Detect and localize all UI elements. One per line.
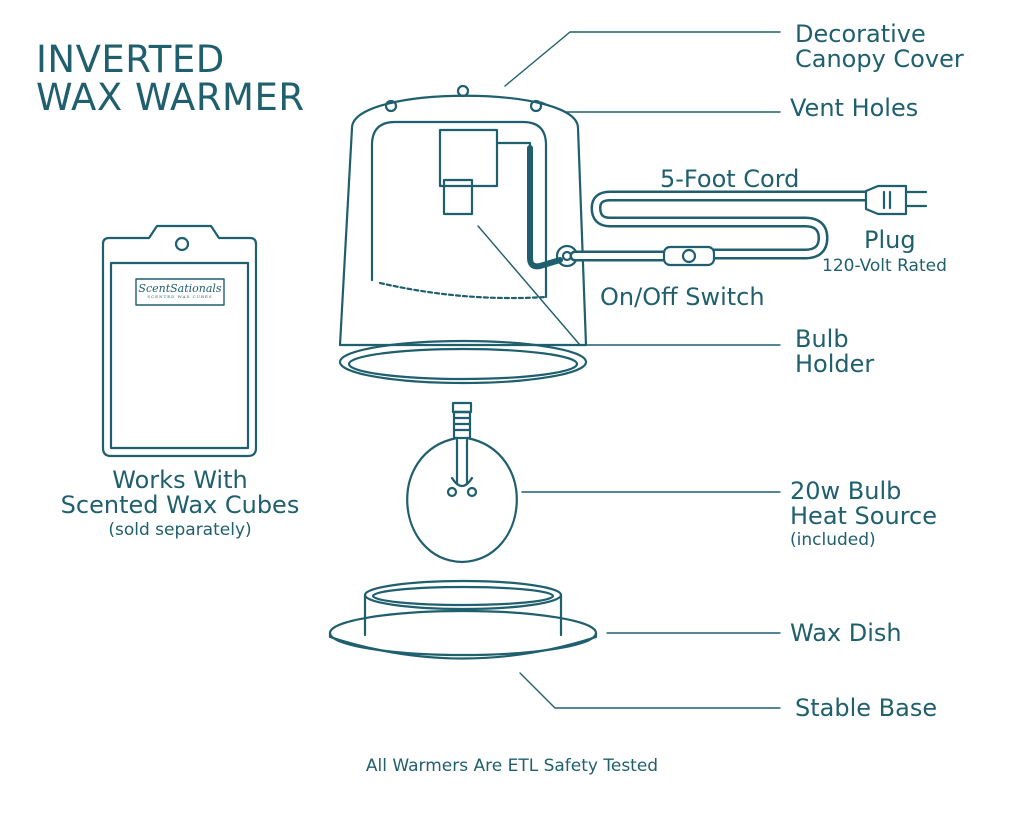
- bulb-holder-label-line-1: Bulb: [795, 325, 849, 353]
- wax-pack-caption-note: (sold separately): [108, 519, 252, 540]
- wax-dish-label: Wax Dish: [790, 619, 902, 647]
- bulb-label-note: (included): [790, 529, 876, 550]
- bulb-holder: [438, 128, 563, 270]
- plug: [864, 184, 928, 216]
- wax-pack-caption-line-1: Works With: [112, 466, 248, 494]
- footer-note: All Warmers Are ETL Safety Tested: [365, 756, 659, 776]
- plug-label: Plug: [864, 226, 916, 254]
- wax-pack-brand-name: ScentSationals: [138, 282, 222, 295]
- leader-lines: [477, 31, 781, 709]
- wax-pack-caption: Works With Scented Wax Cubes (sold separ…: [40, 468, 320, 540]
- power-cord: [569, 190, 872, 262]
- cord-label: 5-Foot Cord: [660, 165, 800, 193]
- title-line-1: INVERTED: [36, 38, 225, 81]
- bulb-holder-label: Bulb Holder: [795, 327, 874, 377]
- canopy-label-line-1: Decorative: [795, 20, 926, 48]
- diagram-title: INVERTED WAX WARMER: [36, 38, 305, 120]
- bulb-label: 20w Bulb Heat Source (included): [790, 479, 937, 550]
- canopy-cover: [338, 94, 588, 385]
- title-line-2: WAX WARMER: [36, 76, 305, 120]
- bulb-label-line-2: Heat Source: [790, 501, 937, 530]
- canopy-label-line-2: Canopy Cover: [795, 44, 964, 73]
- bulb-label-line-1: 20w Bulb: [790, 477, 902, 505]
- plug-rating-label: 120-Volt Rated: [822, 256, 947, 276]
- bulb-holder-label-line-2: Holder: [795, 349, 875, 378]
- vent-holes-label: Vent Holes: [790, 94, 919, 122]
- bulb: [406, 401, 518, 564]
- canopy-label: Decorative Canopy Cover: [795, 22, 964, 72]
- vent-holes: [384, 84, 543, 113]
- wax-pack-caption-line-2: Scented Wax Cubes: [60, 490, 300, 519]
- switch-label: On/Off Switch: [600, 283, 765, 311]
- wax-pack-brand: ScentSationals SCENTED WAX CUBES: [136, 283, 224, 300]
- wax-cube-package: [101, 224, 258, 458]
- wax-pack-brand-sub: SCENTED WAX CUBES: [147, 294, 213, 300]
- on-off-switch: [662, 245, 716, 267]
- wax-dish-and-base: [328, 579, 598, 660]
- base-label: Stable Base: [795, 694, 938, 722]
